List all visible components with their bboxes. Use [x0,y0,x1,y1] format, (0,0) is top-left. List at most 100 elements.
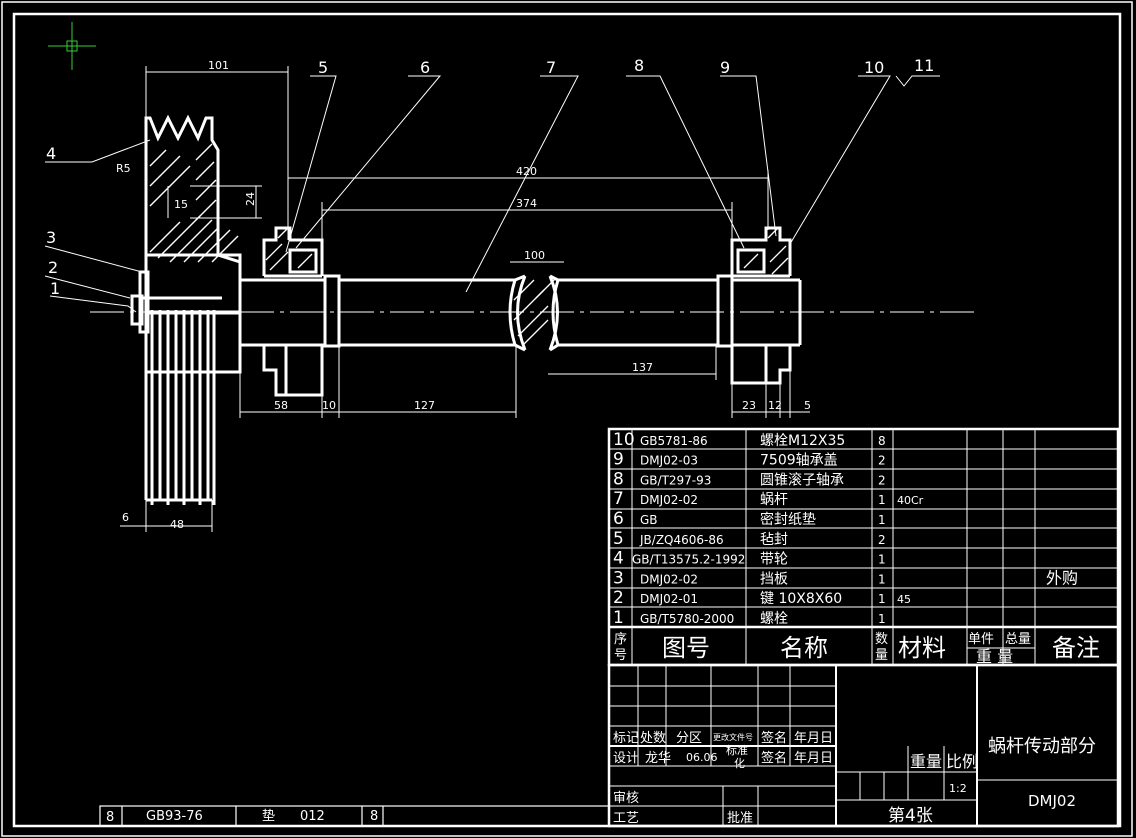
bom-row-9-no: 9 [613,450,624,470]
dimension-values: 101 R5 15 24 420 374 100 137 58 10 127 2… [116,59,811,531]
bottom-row-spec: 012 [300,809,325,824]
bom-row-7-code: DMJ02-02 [640,493,698,507]
bom-header-unit-a: 单件 [968,632,994,647]
tb-standard-a: 标准 [726,743,748,757]
tb-scale: 比例 [946,752,978,771]
tb-date-2: 年月日 [794,751,833,766]
dim-127: 127 [414,399,435,412]
bom-header: 序 号 图号 名称 数 量 材料 单件 重 量 总量 备注 [614,632,1100,666]
bottom-row-code: GB93-76 [146,809,203,824]
part-label-11: 11 [914,56,934,75]
tb-standard-b: 化 [734,756,745,770]
dim-58: 58 [274,399,288,412]
bom-row-5-code: JB/ZQ4606-86 [639,533,724,547]
bottom-parts-row: 8 GB93-76 垫 012 8 [99,805,610,827]
worm-shaft [240,274,802,352]
right-bearing-hatch [743,227,789,275]
bottom-row-qty: 8 [370,809,378,824]
part-labels: 1 2 3 4 5 6 7 8 9 10 11 [46,56,934,298]
bom-header-material: 材料 [898,634,946,662]
tb-approve: 批准 [727,811,753,826]
bom-row-1-name: 螺栓 [760,611,788,627]
dim-101: 101 [208,59,229,72]
part-label-3: 3 [46,228,56,247]
tb-count: 处数 [640,731,666,746]
dim-100: 100 [524,249,545,262]
tb-review: 审核 [613,791,639,806]
part-label-7: 7 [546,58,556,77]
bom-row-4-code: GB/T13575.2-1992 [632,553,745,567]
part-label-1: 1 [50,279,60,298]
bom-row-2-no: 2 [613,588,624,608]
dim-15: 15 [174,198,188,211]
bom-row-8-name: 圆锥滚子轴承 [760,471,844,488]
bom-row-7-name: 蜗杆 [760,492,788,508]
bom-grid [607,427,1120,667]
tb-mark: 标记 [613,731,639,746]
tb-process: 工艺 [613,811,639,826]
tb-design-date: 06.06 [686,751,718,764]
dim-48: 48 [170,518,184,531]
bom-row-5-name: 毡封 [760,532,788,548]
dim-420: 420 [516,165,537,178]
bom-row-7-qty: 1 [878,493,886,507]
bom-header-name: 名称 [780,634,828,662]
left-bearing-housing [262,226,324,397]
bom-header-no-a: 序 [614,632,627,647]
bom-row-1-qty: 1 [878,612,886,626]
bom-header-code: 图号 [662,634,710,662]
bom-row-6-no: 6 [613,509,624,529]
bom-row-4-qty: 1 [878,553,886,567]
bom-row-3-name: 挡板 [760,571,788,587]
bom-row-10-qty: 8 [878,434,886,448]
bom-row-10-code: GB5781-86 [640,434,708,448]
bom-header-qty-b: 量 [875,648,888,663]
part-label-6: 6 [420,58,430,77]
bom-row-10-no: 10 [613,430,635,450]
worm-section-hatch [513,277,557,345]
tb-sign-2: 签名 [761,750,787,766]
dim-10: 10 [322,399,336,412]
bom-row-2-qty: 1 [878,592,886,606]
bom-row-8-code: GB/T297-93 [640,473,711,487]
tb-scale-value: 1:2 [949,782,967,795]
bom-row-10-name: 螺栓M12X35 [760,433,845,449]
pulley-hatch [149,143,239,263]
bom-row-9-name: 7509轴承盖 [760,453,838,469]
leader-lines [44,75,940,313]
bom-row-6-code: GB [640,513,658,527]
dim-137: 137 [632,361,653,374]
tb-drawing-code: DMJ02 [1028,792,1076,810]
tb-change-doc: 更改文件号 [713,732,753,742]
bom-header-total: 总量 [1005,632,1031,647]
tb-drawing-title: 蜗杆传动部分 [988,736,1096,757]
bom-row-4-no: 4 [613,549,624,569]
bom-row-2-code: DMJ02-01 [640,592,698,606]
dim-374: 374 [516,197,537,210]
bom-row-6-qty: 1 [878,513,886,527]
part-label-2: 2 [48,258,58,277]
dimension-lines [120,66,810,532]
bottom-row-no: 8 [106,810,114,825]
bom-row-3-qty: 1 [878,572,886,586]
cad-cursor-icon [48,22,96,70]
bom-row-5-no: 5 [613,529,624,549]
bom-row-8-qty: 2 [878,473,886,487]
title-block: 标记 处数 分区 更改文件号 签名 年月日 设计 龙华 06.06 标准 化 签… [607,663,1120,828]
bom-row-6-name: 密封纸垫 [760,511,816,528]
part-label-4: 4 [46,144,56,163]
bom-header-no-b: 号 [614,648,627,663]
bom-row-2-name: 键 10X8X60 [760,591,842,607]
title-block-grid [607,663,1120,828]
tb-sign: 签名 [761,730,787,746]
bom-row-7-no: 7 [613,489,624,509]
bom-row-2-material: 45 [897,593,911,606]
tb-date: 年月日 [794,731,833,746]
bom-row-3-code: DMJ02-02 [640,572,698,586]
tb-design: 设计 [613,751,639,766]
part-label-8: 8 [634,56,644,75]
part-label-9: 9 [720,58,730,77]
bom-row-9-code: DMJ02-03 [640,454,698,468]
